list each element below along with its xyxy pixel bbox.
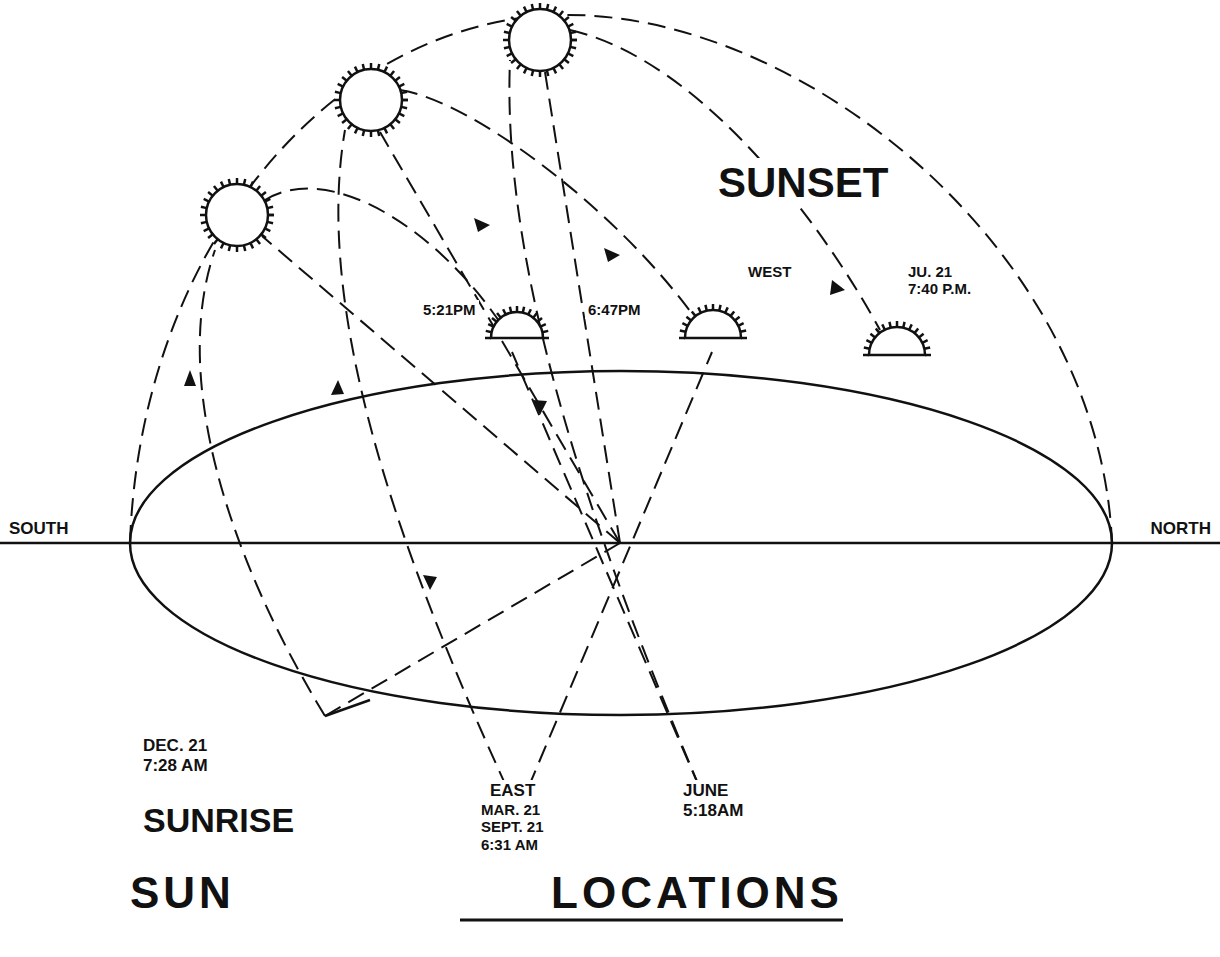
diagram-title: SUN LOCATIONS [130, 868, 843, 918]
june-sun-path [509, 30, 880, 812]
sun-ray [380, 132, 620, 543]
annotation-label: SOUTH [6, 518, 72, 540]
setting-sun [679, 304, 747, 338]
annotation-label: NORTH [1148, 518, 1214, 540]
annotation-label: DEC. 21 7:28 AM [140, 735, 241, 776]
sightline [518, 352, 712, 812]
sun-symbol [200, 178, 274, 252]
sightline [325, 543, 620, 716]
annotation-label: 5:21PM [420, 300, 479, 319]
title-underline [460, 919, 843, 922]
setting-sun [863, 321, 931, 355]
heading-label: SUNRISE [140, 800, 297, 841]
dec-sun-path [200, 189, 505, 716]
equinox-sun-path [338, 90, 700, 812]
heading-label: SUNSET [715, 158, 891, 208]
sun-ray [262, 236, 620, 543]
annotation-label: EAST [487, 780, 538, 802]
direction-arrows [184, 218, 845, 590]
annotation-label: JUNE 5:18AM [680, 780, 756, 821]
annotation-label: 6:47PM [585, 300, 644, 319]
setting-sun [485, 306, 549, 338]
south-north-axis [0, 542, 1220, 545]
sightline [512, 352, 710, 812]
sunrise-mark [325, 700, 370, 716]
horizon-ellipse [130, 371, 1112, 715]
annotation-label: JU. 21 7:40 P.M. [905, 262, 989, 299]
sun-symbol [503, 3, 577, 77]
sun-symbol [334, 63, 408, 137]
annotation-label: MAR. 21 SEPT. 21 6:31 AM [478, 800, 564, 854]
annotation-label: WEST [745, 262, 794, 281]
sky-dome [130, 15, 1112, 543]
